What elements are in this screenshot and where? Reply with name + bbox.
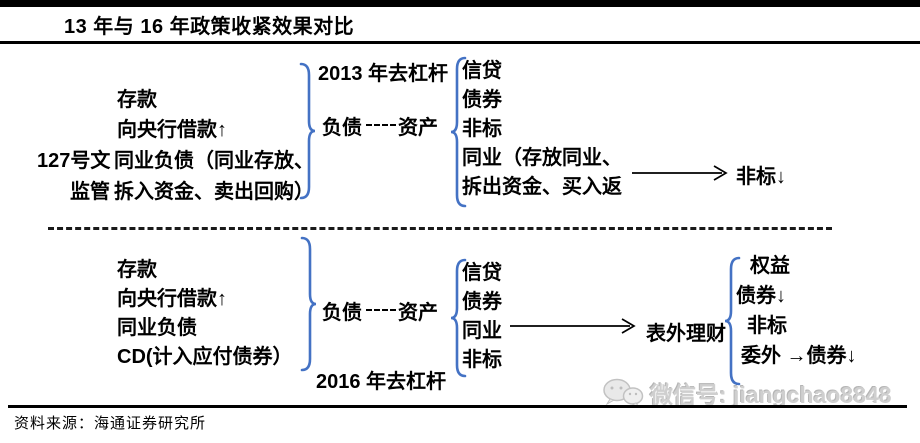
- outcome-item: 委外 →债券↓: [741, 345, 857, 367]
- offbalance-node: 表外理财: [646, 323, 726, 345]
- asset-item: 非标: [462, 349, 502, 371]
- outcome-item: 债券↓: [736, 285, 786, 307]
- arrow-to-result-2013: [632, 165, 728, 181]
- arrow-to-offbalance: [510, 318, 636, 334]
- asset-item: 债券: [462, 291, 502, 313]
- brace-assets-2016: [450, 258, 467, 378]
- liability-item: 拆入资金、卖出回购）: [114, 181, 314, 203]
- figure-title: 13 年与 16 年政策收紧效果对比: [64, 16, 355, 38]
- balance-dash-link: [366, 124, 396, 126]
- asset-item: 同业（存放同业、: [462, 147, 622, 169]
- asset-list-2013: 信贷 债券 非标 同业（存放同业、 拆出资金、买入返: [462, 57, 622, 202]
- top-border-bar: [0, 0, 920, 7]
- year-label-2013: 2013 年去杠杆: [318, 63, 449, 85]
- liability-item: 存款: [117, 89, 157, 111]
- wechat-icon: [603, 378, 644, 409]
- outcome-item: 权益: [750, 255, 790, 277]
- brace-assets-2013: [450, 56, 467, 208]
- regulation-label: 127号文: [37, 150, 111, 172]
- asset-item: 信贷: [462, 262, 502, 284]
- liability-item: 向央行借款↑: [117, 288, 227, 310]
- watermark-text: 微信号: jiangchao8848: [650, 382, 892, 408]
- title-underline: [0, 41, 920, 44]
- liability-item: CD(计入应付债券）: [117, 346, 293, 368]
- asset-list-2016: 信贷 债券 同业 非标: [462, 259, 502, 375]
- regulation-label: 监管: [70, 181, 110, 203]
- liability-item: 同业负债: [117, 317, 197, 339]
- liability-item: 向央行借款↑: [117, 119, 227, 141]
- liability-item: 存款: [117, 259, 157, 281]
- brace-liabilities-2013: [299, 62, 316, 200]
- asset-item: 债券: [462, 89, 502, 111]
- balance-dash-link: [366, 309, 396, 311]
- asset-item: 非标: [462, 118, 502, 140]
- liability-item: 同业负债（同业存放、: [114, 150, 314, 172]
- source-note: 资料来源：海通证券研究所: [14, 416, 207, 432]
- assets-header: 资产: [398, 117, 438, 139]
- watermark: 微信号: jiangchao8848: [600, 376, 892, 410]
- asset-item: 同业: [462, 320, 502, 342]
- liabilities-header: 负债: [322, 302, 362, 324]
- result-2013: 非标↓: [736, 166, 786, 188]
- outcome-item: 非标: [747, 315, 787, 337]
- brace-outcomes-2016: [724, 256, 741, 386]
- brace-liabilities-2016: [300, 236, 317, 372]
- bottom-rule: [8, 405, 907, 408]
- liabilities-header: 负债: [322, 117, 362, 139]
- asset-item: 信贷: [462, 60, 502, 82]
- asset-item: 拆出资金、买入返: [462, 176, 622, 198]
- section-divider: [48, 227, 832, 230]
- assets-header: 资产: [398, 302, 438, 324]
- year-label-2016: 2016 年去杠杆: [316, 371, 447, 393]
